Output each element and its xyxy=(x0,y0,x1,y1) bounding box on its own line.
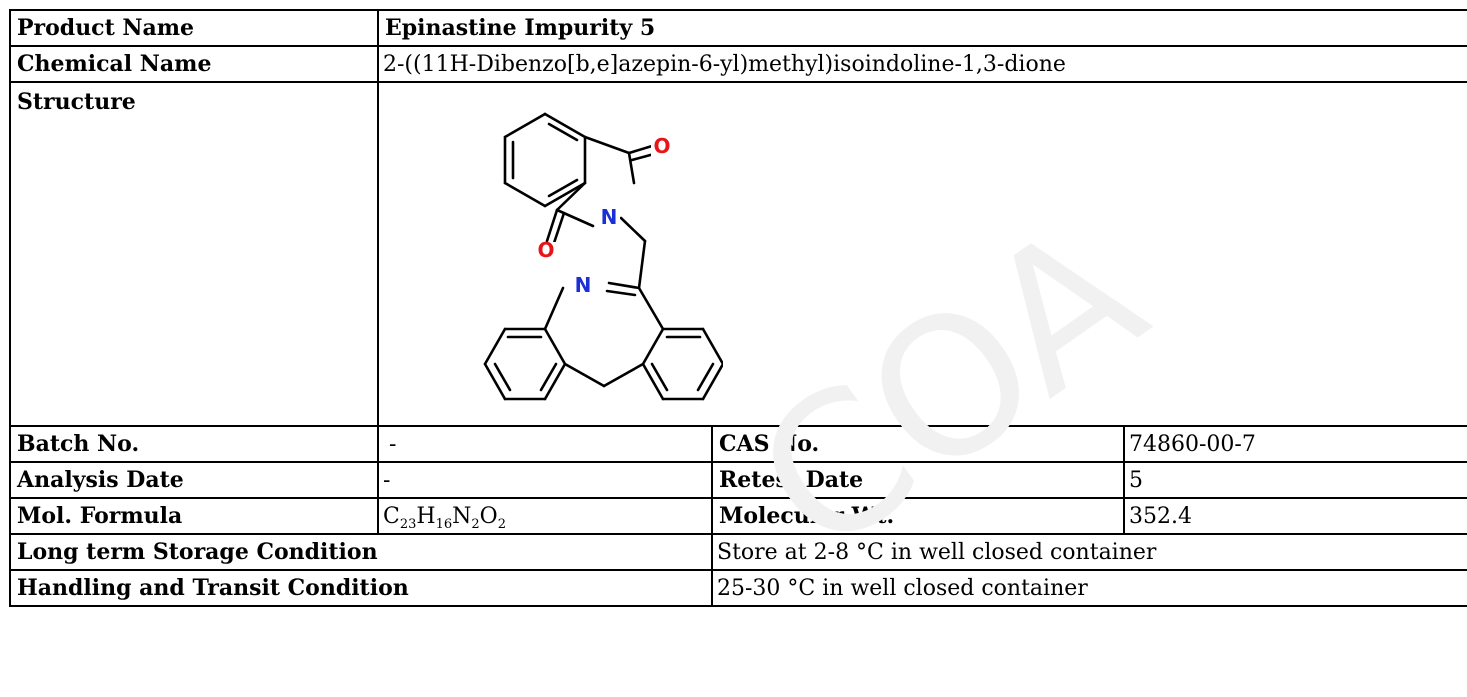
formula-n-count: 2 xyxy=(471,516,480,532)
product-name-value: Epinastine Impurity 5 xyxy=(376,9,1467,47)
coa-document: Product Name Epinastine Impurity 5 Chemi… xyxy=(9,9,1467,607)
row-analysis-retest: Analysis Date - Retest Date 5 xyxy=(9,461,1467,499)
chemical-name-value: 2-((11H-Dibenzo[b,e]azepin-6-yl)methyl)i… xyxy=(376,45,1467,83)
cas-no-value: 74860-00-7 xyxy=(1122,425,1467,463)
formula-n: N xyxy=(452,503,472,529)
retest-date-label: Retest Date xyxy=(711,461,1125,499)
mol-formula-label: Mol. Formula xyxy=(9,497,379,535)
formula-c: C xyxy=(383,503,400,529)
nitrogen-atom-imide-bg xyxy=(598,209,620,231)
long-term-storage-value: Store at 2-8 °C in well closed container xyxy=(710,533,1467,571)
cas-no-label: CAS No. xyxy=(711,425,1125,463)
formula-h-count: 16 xyxy=(435,516,453,532)
analysis-date-label: Analysis Date xyxy=(9,461,379,499)
product-name-label: Product Name xyxy=(9,9,379,47)
batch-no-value: - xyxy=(377,425,713,463)
row-structure: Structure xyxy=(9,81,1467,427)
handling-transit-label: Handling and Transit Condition xyxy=(9,569,713,607)
long-term-storage-label: Long term Storage Condition xyxy=(9,533,713,571)
nitrogen-atom-azepine: N xyxy=(575,273,592,297)
row-product-name: Product Name Epinastine Impurity 5 xyxy=(9,9,1467,47)
row-chemical-name: Chemical Name 2-((11H-Dibenzo[b,e]azepin… xyxy=(9,45,1467,83)
row-long-term-storage: Long term Storage Condition Store at 2-8… xyxy=(9,533,1467,571)
row-formula-weight: Mol. Formula C23H16N2O2 Molecular Wt. 35… xyxy=(9,497,1467,535)
structure-label-text: Structure xyxy=(17,89,136,115)
batch-no-label: Batch No. xyxy=(9,425,379,463)
oxygen-atom-left: O xyxy=(537,238,554,262)
coa-table: Product Name Epinastine Impurity 5 Chemi… xyxy=(9,9,1467,607)
analysis-date-value: - xyxy=(377,461,713,499)
mol-formula-value: C23H16N2O2 xyxy=(377,497,713,535)
nitrogen-atom-imide: N xyxy=(601,205,618,229)
oxygen-atom-left-bg xyxy=(535,242,557,264)
handling-transit-value: 25-30 °C in well closed container xyxy=(710,569,1467,607)
molecular-wt-value: 352.4 xyxy=(1122,497,1467,535)
formula-o: O xyxy=(479,503,498,529)
oxygen-atom-top-bg xyxy=(651,138,673,160)
row-handling-transit: Handling and Transit Condition 25-30 °C … xyxy=(9,569,1467,607)
row-batch-cas: Batch No. - CAS No. 74860-00-7 xyxy=(9,425,1467,463)
retest-date-value: 5 xyxy=(1122,461,1467,499)
formula-o-count: 2 xyxy=(497,516,506,532)
structure-label: Structure xyxy=(9,81,379,427)
chemical-name-label: Chemical Name xyxy=(9,45,379,83)
formula-h: H xyxy=(416,503,436,529)
molecular-wt-label: Molecular Wt. xyxy=(711,497,1125,535)
oxygen-atom-top: O xyxy=(653,134,670,158)
formula-c-count: 23 xyxy=(399,516,417,532)
nitrogen-atom-azepine-bg xyxy=(572,277,594,299)
